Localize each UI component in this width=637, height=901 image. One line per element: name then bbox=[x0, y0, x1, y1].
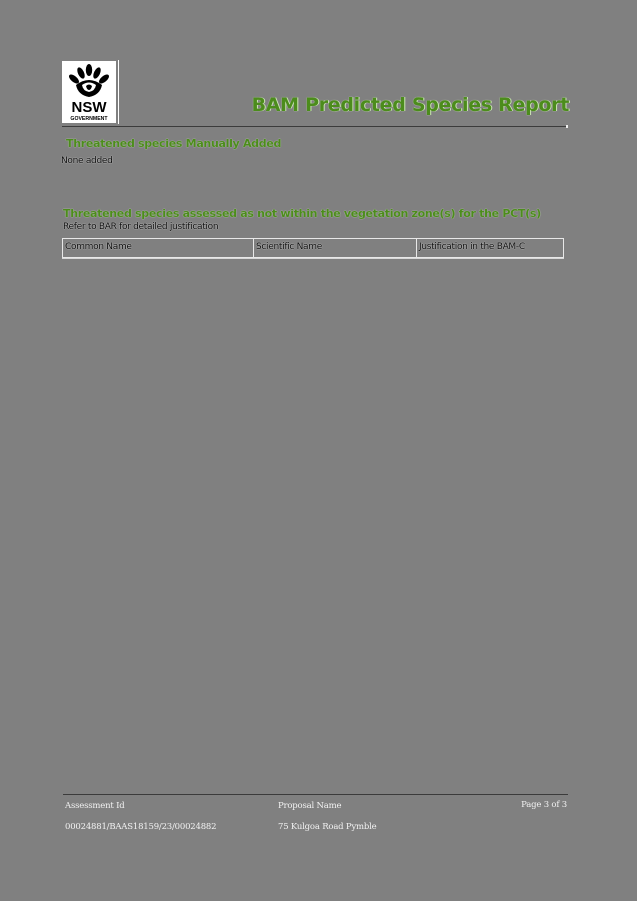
title-divider-end bbox=[566, 125, 568, 128]
section-heading-manually-added: Threatened species Manually Added bbox=[66, 137, 282, 150]
column-header-common-name: Common Name bbox=[63, 239, 254, 257]
table-bottom-border bbox=[62, 258, 564, 259]
manually-added-body: None added bbox=[61, 156, 113, 166]
nsw-government-logo: NSW GOVERNMENT bbox=[62, 61, 116, 123]
title-divider bbox=[62, 126, 566, 127]
footer-divider bbox=[63, 794, 568, 795]
justification-note: Refer to BAR for detailed justification bbox=[63, 222, 219, 232]
species-table-header: Common Name Scientific Name Justificatio… bbox=[62, 238, 564, 258]
assessment-id-value: 00024881/BAAS18159/23/00024882 bbox=[65, 822, 217, 832]
svg-text:GOVERNMENT: GOVERNMENT bbox=[70, 116, 108, 122]
report-title: BAM Predicted Species Report bbox=[251, 94, 570, 116]
waratah-icon: NSW GOVERNMENT bbox=[69, 64, 109, 122]
svg-text:NSW: NSW bbox=[72, 99, 108, 116]
column-header-scientific-name: Scientific Name bbox=[254, 239, 417, 257]
column-header-justification: Justification in the BAM-C bbox=[419, 242, 525, 252]
proposal-name-label: Proposal Name bbox=[278, 801, 342, 811]
assessment-id-label: Assessment Id bbox=[65, 801, 125, 811]
logo-divider bbox=[118, 60, 119, 124]
section-heading-not-within-zone: Threatened species assessed as not withi… bbox=[63, 207, 541, 220]
proposal-name-value: 75 Kulgoa Road Pymble bbox=[278, 822, 377, 832]
page-number: Page 3 of 3 bbox=[521, 800, 567, 810]
